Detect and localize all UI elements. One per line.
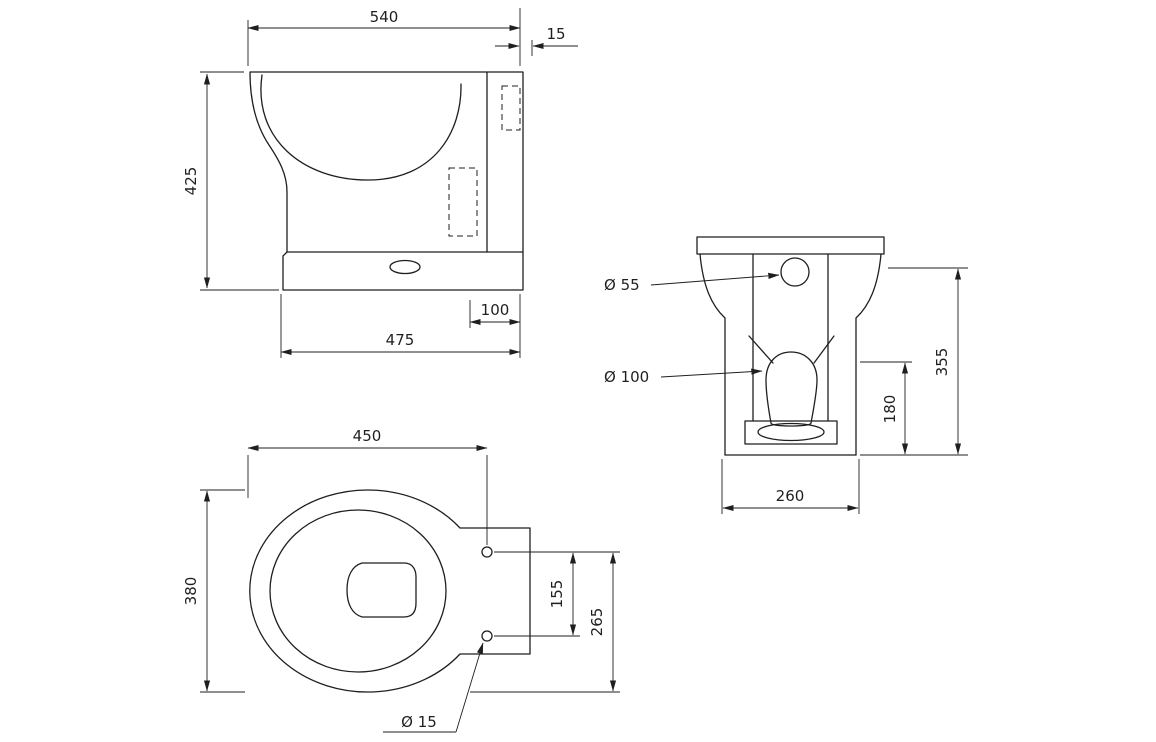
dim-text-plan-width: 380 xyxy=(182,577,200,606)
rear-funnel-line-right xyxy=(813,335,835,364)
rear-outlet-body xyxy=(765,351,818,427)
side-hidden-fixing-detail xyxy=(501,85,521,131)
plan-fixing-hole-top xyxy=(481,546,493,558)
plan-fixing-hole-bottom xyxy=(481,630,493,642)
rear-top-shelf xyxy=(696,236,885,255)
rear-funnel-line-left xyxy=(748,335,774,364)
label-fixing-hole-diameter: Ø 15 xyxy=(401,713,437,731)
plan-outer-outline xyxy=(249,489,531,693)
side-trap-outline xyxy=(389,259,421,275)
rear-inlet-hole xyxy=(780,257,810,287)
rear-view: Ø 55 Ø 100 180 355 260 xyxy=(604,236,968,514)
label-outlet-diameter: Ø 100 xyxy=(604,368,649,386)
leader-line-fixing-hole xyxy=(455,642,484,733)
dim-text-hole-to-front: 265 xyxy=(588,608,606,637)
label-inlet-diameter: Ø 55 xyxy=(604,276,640,294)
dim-text-plan-depth: 450 xyxy=(353,427,382,445)
side-view-dimensions: 540 15 425 475 100 xyxy=(182,8,578,358)
leader-line-inlet xyxy=(650,272,780,286)
side-hidden-outlet-detail xyxy=(448,167,478,237)
dim-text-base-width: 260 xyxy=(776,487,805,505)
dim-text-outlet-setback: 100 xyxy=(481,301,510,319)
side-view: 540 15 425 475 100 xyxy=(182,8,578,358)
dim-text-hole-spacing: 155 xyxy=(548,580,566,609)
plan-inner-rim xyxy=(269,509,447,673)
leader-line-outlet xyxy=(660,368,763,378)
dim-text-base-depth: 475 xyxy=(386,331,415,349)
dim-text-rear-overall-height: 355 xyxy=(933,348,951,377)
dim-text-outlet-height: 180 xyxy=(881,395,899,424)
dim-text-overall-depth: 540 xyxy=(370,8,399,26)
plan-view-dimensions: 450 380 155 265 Ø 15 xyxy=(182,427,620,733)
dim-text-back-offset: 15 xyxy=(546,25,565,43)
rear-right-shoulder xyxy=(855,253,882,456)
rear-base-step xyxy=(744,420,838,445)
dim-text-overall-height: 425 xyxy=(182,167,200,196)
plan-view: 450 380 155 265 Ø 15 xyxy=(182,427,620,733)
plan-sump-outline xyxy=(346,562,417,618)
rear-view-dimensions: Ø 55 Ø 100 180 355 260 xyxy=(604,267,968,514)
side-bowl-interior-arc xyxy=(260,74,462,181)
rear-outlet-horn-ellipse xyxy=(757,422,825,442)
rear-left-shoulder xyxy=(699,253,726,456)
side-outer-profile xyxy=(249,71,524,291)
